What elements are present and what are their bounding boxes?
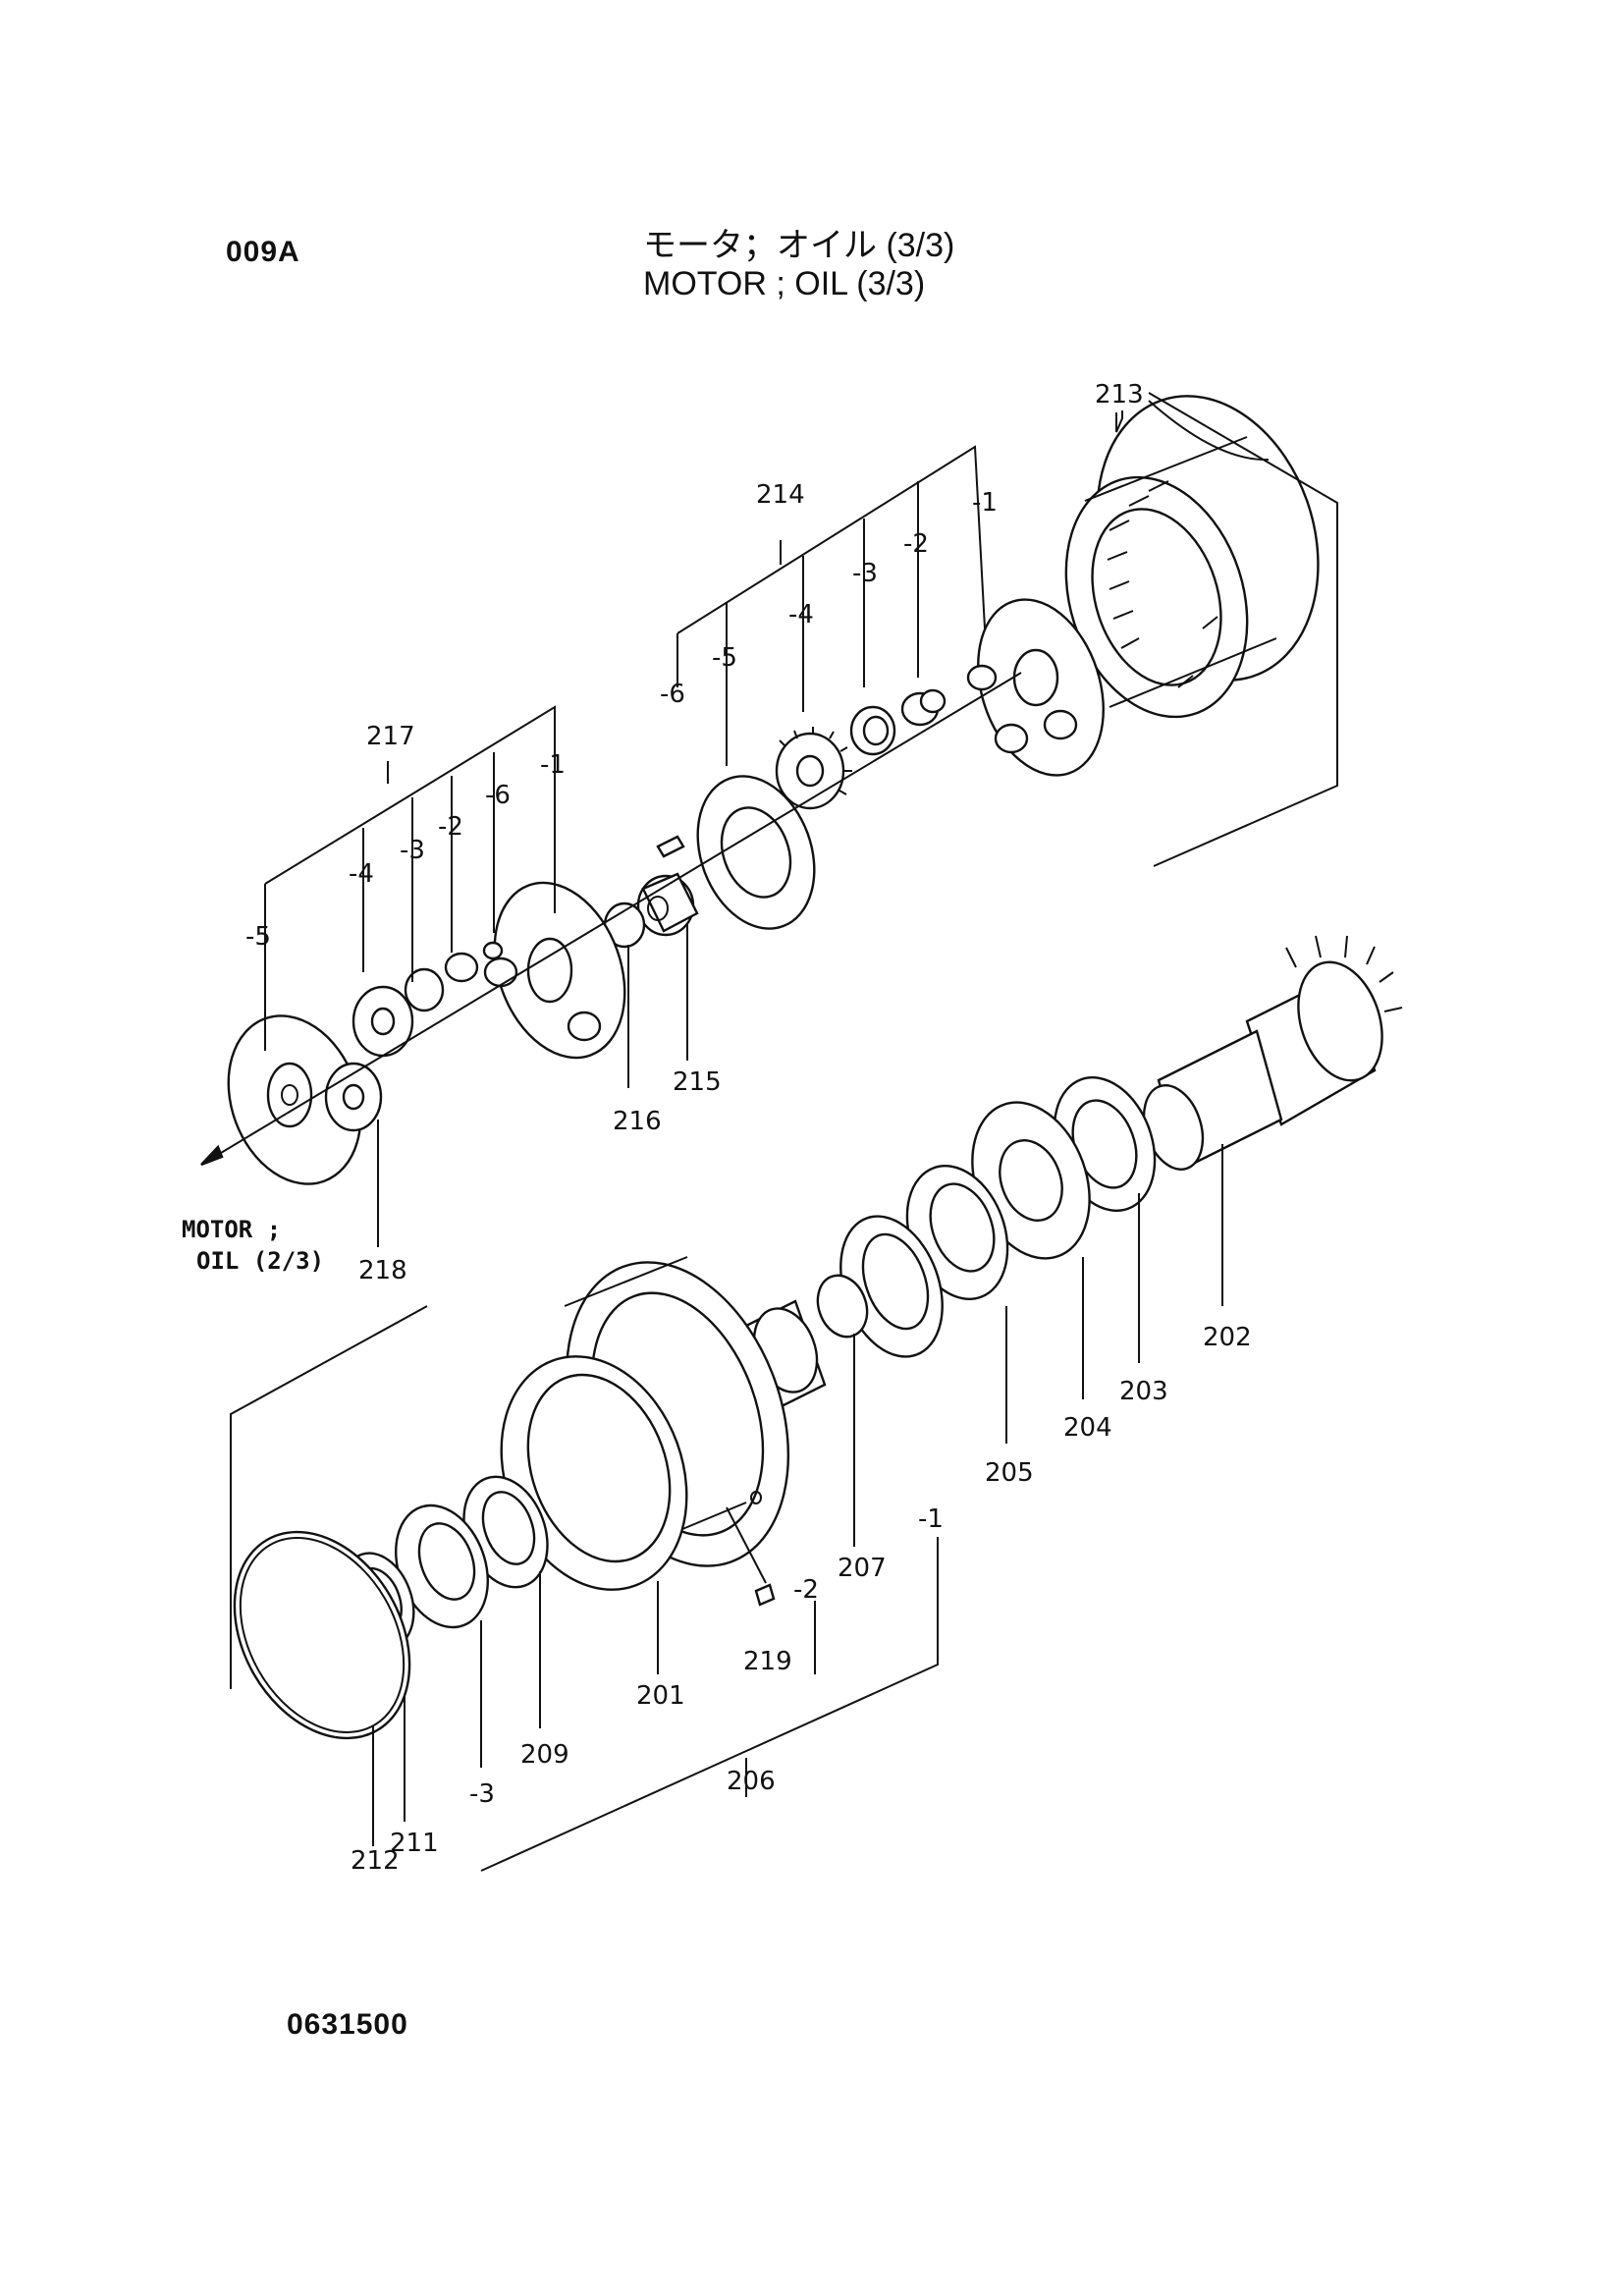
part-217-3-needle-bearing <box>404 967 445 1012</box>
part-207-snap-ring <box>816 1274 869 1339</box>
axis-arrowhead <box>200 1144 224 1167</box>
callout-206: 206 <box>727 1767 776 1796</box>
callout-218: 218 <box>358 1256 407 1285</box>
part-214-2-pin <box>900 688 947 727</box>
callout-215: 215 <box>673 1067 722 1097</box>
callout-214: 214 <box>756 480 805 510</box>
callout-211: 211 <box>390 1829 439 1858</box>
leader-214-tree <box>676 445 986 766</box>
callout-217-2: -2 <box>438 812 463 842</box>
part-214-1-carrier <box>966 598 1105 777</box>
part-214-3-needle-bearing <box>849 705 896 756</box>
callout-216: 216 <box>613 1107 662 1136</box>
part-214-6-screw <box>656 835 685 858</box>
page-code: 009A <box>226 236 300 268</box>
callout-214-2: -2 <box>903 529 929 559</box>
callout-217-6: -6 <box>485 781 511 810</box>
leader-213 <box>1115 410 1123 433</box>
part-215-sun-gear <box>636 872 699 937</box>
callout-202: 202 <box>1203 1323 1252 1352</box>
callout-214-3: -3 <box>852 559 878 588</box>
callout-214-1: -1 <box>972 488 998 518</box>
leader-217-tree <box>264 705 556 1051</box>
callout-207: 207 <box>838 1554 887 1583</box>
callout-203: 203 <box>1119 1377 1168 1406</box>
frame-bracket-left <box>230 1305 428 1689</box>
part-218-gear <box>324 1062 383 1132</box>
leader-219 <box>726 1506 767 1584</box>
title-japanese: モータ；オイル (3/3) <box>643 227 955 264</box>
callout-201: 201 <box>636 1681 685 1711</box>
callout-206-3: -3 <box>469 1779 495 1809</box>
cross-reference-line1: MOTOR ; <box>182 1216 281 1243</box>
callout-212: 212 <box>351 1846 400 1876</box>
part-213-ring-gear <box>1064 395 1320 719</box>
part-206-3-bearing <box>395 1503 489 1629</box>
callout-217-1: -1 <box>540 750 566 780</box>
callout-217-4: -4 <box>349 859 374 889</box>
part-212-o-ring <box>233 1530 411 1740</box>
callout-217-3: -3 <box>400 836 425 865</box>
callout-206-2: -2 <box>793 1575 819 1605</box>
leader-206-bracket <box>480 1537 939 1872</box>
callout-217-5: -5 <box>245 922 271 952</box>
callout-214-6: -6 <box>660 680 685 709</box>
part-217-6-pin <box>482 941 504 960</box>
part-217-1-carrier <box>483 881 626 1060</box>
part-219-plug <box>754 1583 776 1607</box>
part-217-4-planet-gear <box>352 985 414 1058</box>
callout-214-4: -4 <box>788 600 814 629</box>
axis-arrow <box>210 672 1022 1160</box>
cross-reference-line2: OIL (2/3) <box>196 1247 324 1275</box>
callout-213: 213 <box>1095 380 1144 410</box>
part-202-shaft <box>1142 935 1403 1171</box>
callout-214-5: -5 <box>712 643 737 673</box>
leader-213-bracket <box>1148 392 1338 867</box>
callout-205: 205 <box>985 1458 1034 1488</box>
callout-209: 209 <box>520 1740 569 1770</box>
callout-204: 204 <box>1063 1413 1112 1443</box>
part-217-2-pin <box>444 952 479 983</box>
callout-217: 217 <box>366 722 415 751</box>
callout-206-1: -1 <box>918 1504 944 1534</box>
drawing-number: 0631500 <box>287 2008 408 2041</box>
callout-219: 219 <box>743 1647 792 1676</box>
title-english: MOTOR ; OIL (3/3) <box>643 265 926 302</box>
part-201-housing <box>500 1256 790 1591</box>
